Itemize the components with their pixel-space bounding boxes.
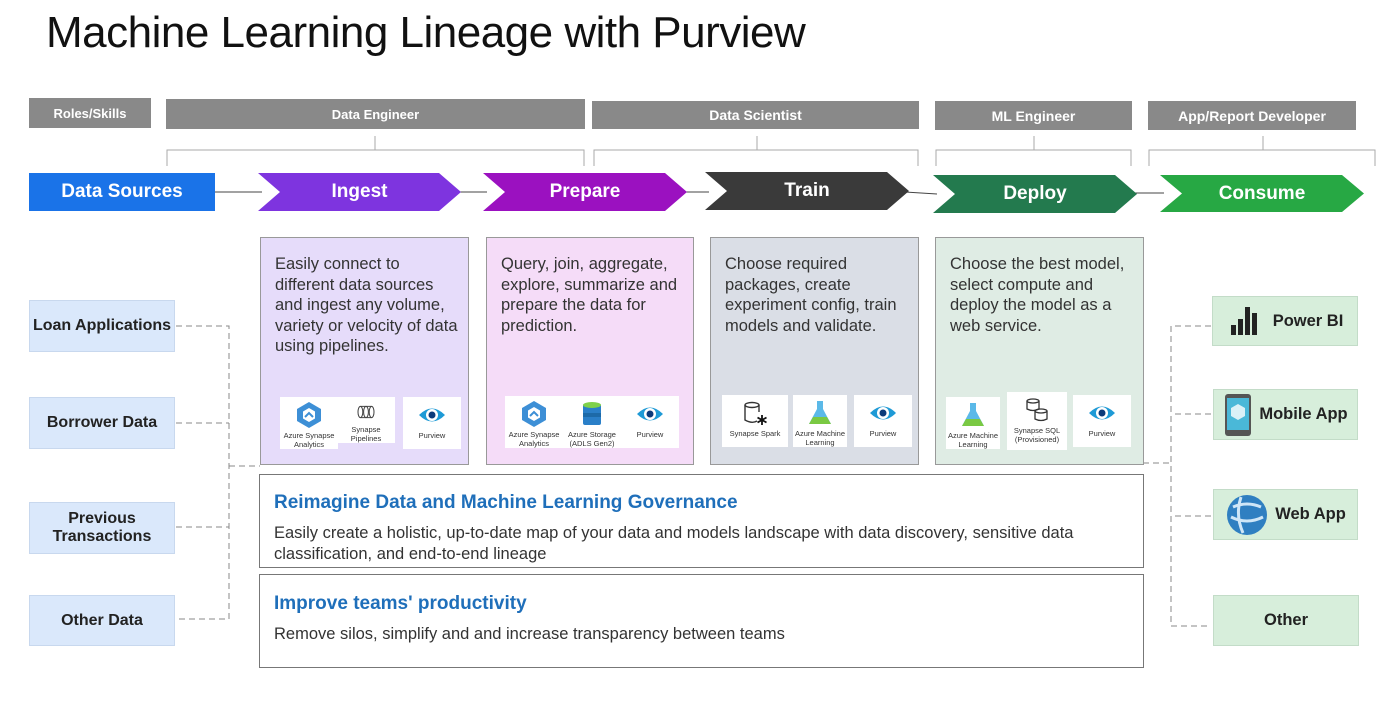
aml-icon [962,403,984,426]
tile-caption: Purview [418,431,446,440]
synapse-spark-tile: Synapse Spark [722,395,788,447]
tile-caption: Synapse Spark [729,429,781,438]
web-app-icon [1227,494,1268,535]
azure-synapse-tile: Azure Synapse Analytics [505,396,563,448]
source-previous-transactions: Previous Transactions [29,502,175,554]
governance-title: Reimagine Data and Machine Learning Gove… [274,492,738,513]
purview-icon [637,407,663,421]
synapse-icon [297,402,321,428]
synapse-sql-tile: Synapse SQL (Provisioned) [1007,392,1067,450]
azure-ml-tile: Azure Machine Learning [946,397,1000,449]
tile-caption: Azure Storage (ADLS Gen2) [568,430,616,448]
deploy-panel: Choose the best model, select compute an… [935,237,1144,465]
powerbi-icon [1230,307,1257,335]
spark-icon [744,401,767,425]
purview-icon [419,408,445,422]
stage-prepare: Prepare [483,173,687,211]
purview-tile: Purview [1073,395,1131,447]
tile-caption: Azure Synapse Analytics [508,430,560,448]
output-other: Other [1213,595,1359,646]
stage-data-sources: Data Sources [29,173,215,211]
sql-icon [1026,398,1048,422]
pipelines-icon [357,405,375,419]
azure-synapse-tile: Azure Synapse Analytics [280,397,338,449]
governance-text: Easily create a holistic, up-to-date map… [274,524,1074,563]
synapse-icon [522,401,546,427]
tile-caption: Synapse SQL (Provisioned) [1013,426,1061,444]
role-data-engineer: Data Engineer [166,99,585,129]
stage-deploy: Deploy [933,175,1137,213]
tile-caption: Synapse Pipelines [350,425,382,443]
output-label: Mobile App [1259,405,1348,423]
purview-icon [870,406,896,420]
azure-ml-tile: Azure Machine Learning [793,395,847,447]
stage-consume: Consume [1160,175,1364,212]
productivity-text: Remove silos, simplify and and increase … [274,625,785,643]
output-web-app: Web App [1213,489,1358,540]
source-borrower-data: Borrower Data [29,397,175,449]
output-power-bi: Power BI [1212,296,1358,346]
productivity-title: Improve teams' productivity [274,593,527,614]
storage-icon [583,402,601,425]
stage-ingest: Ingest [258,173,461,211]
tile-caption: Purview [1088,429,1116,438]
mobile-app-icon [1225,393,1252,436]
governance-box: Reimagine Data and Machine Learning Gove… [259,474,1144,568]
ingest-description: Easily connect to different data sources… [275,255,458,355]
tile-caption: Azure Machine Learning [947,431,999,449]
role-ml-engineer: ML Engineer [935,101,1132,130]
synapse-pipelines-tile: Synapse Pipelines [337,397,395,443]
purview-tile: Purview [621,396,679,448]
purview-icon [1089,406,1115,420]
prepare-panel: Query, join, aggregate, explore, summari… [486,237,694,465]
source-loan-applications: Loan Applications [29,300,175,352]
output-mobile-app: Mobile App [1213,389,1358,440]
roles-label: Roles/Skills [29,98,151,128]
aml-icon [809,401,831,424]
train-panel: Choose required packages, create experim… [710,237,919,465]
output-label: Power BI [1272,311,1344,330]
ingest-panel: Easily connect to different data sources… [260,237,469,465]
deploy-description: Choose the best model, select compute an… [950,255,1125,335]
role-app-developer: App/Report Developer [1148,101,1356,130]
prepare-description: Query, join, aggregate, explore, summari… [501,255,678,335]
azure-storage-tile: Azure Storage (ADLS Gen2) [563,396,621,448]
tile-caption: Purview [869,429,897,438]
page-title: Machine Learning Lineage with Purview [46,8,806,57]
productivity-box: Improve teams' productivity Remove silos… [259,574,1144,668]
stage-train: Train [705,172,909,210]
purview-tile: Purview [854,395,912,447]
tile-caption: Purview [636,430,664,439]
output-label: Other [1263,611,1308,629]
role-data-scientist: Data Scientist [592,101,919,129]
output-label: Web App [1275,505,1346,523]
purview-tile: Purview [403,397,461,449]
tile-caption: Azure Synapse Analytics [283,431,335,449]
source-other-data: Other Data [29,595,175,646]
train-description: Choose required packages, create experim… [725,255,897,335]
tile-caption: Azure Machine Learning [794,429,846,447]
